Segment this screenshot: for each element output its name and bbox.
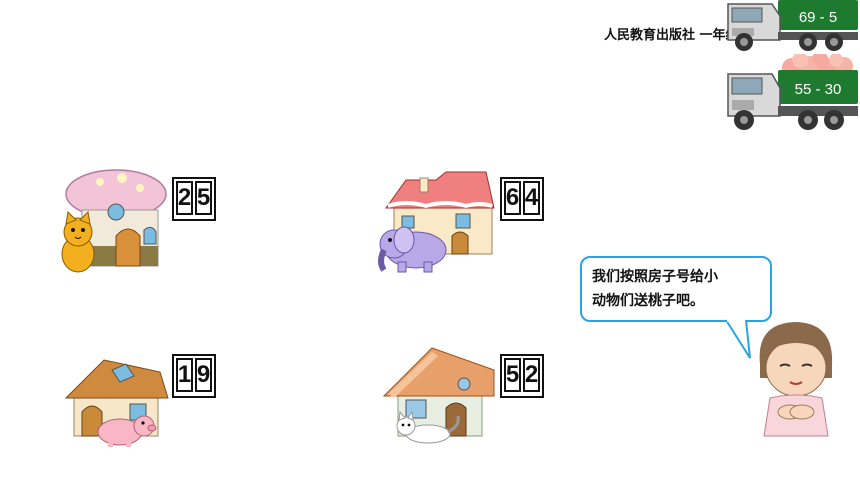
house-number-digit: 9 xyxy=(195,358,212,392)
house-number-52: 5 2 xyxy=(500,354,544,398)
speech-line-1: 我们按照房子号给小 xyxy=(592,269,718,285)
castle-house-scene[interactable] xyxy=(376,170,498,274)
house-number-digit: 6 xyxy=(504,181,521,215)
girl-character-icon xyxy=(759,322,833,437)
house-number-digit: 4 xyxy=(523,181,540,215)
white-cat-icon xyxy=(396,410,460,444)
house-number-19: 1 9 xyxy=(172,354,216,398)
house-number-digit: 2 xyxy=(176,181,193,215)
speech-bubble: 我们按照房子号给小 动物们送桃子吧。 xyxy=(580,256,772,322)
cottage-house-scene[interactable] xyxy=(64,354,174,448)
peach-truck-icon[interactable]: 55 - 30 xyxy=(722,54,858,134)
house-number-digit: 5 xyxy=(504,358,521,392)
truck-label: 69 - 5 xyxy=(799,9,837,26)
house-number-digit: 2 xyxy=(523,358,540,392)
elephant-icon xyxy=(378,226,447,273)
cat-icon xyxy=(61,210,95,273)
peach-truck-icon[interactable]: 69 - 5 xyxy=(722,0,858,56)
house-number-digit: 5 xyxy=(195,181,212,215)
cabin-house-scene[interactable] xyxy=(382,346,500,450)
truck-label: 55 - 30 xyxy=(795,81,842,98)
speech-line-2: 动物们送桃子吧。 xyxy=(592,293,704,309)
house-number-25: 2 5 xyxy=(172,177,216,221)
publisher-label: 人民教育出版社 一年级 xyxy=(604,28,739,43)
mushroom-house-scene[interactable] xyxy=(56,166,168,276)
speech-bubble-tail xyxy=(725,318,751,359)
pig-icon xyxy=(97,415,157,447)
house-number-digit: 1 xyxy=(176,358,193,392)
house-number-64: 6 4 xyxy=(500,177,544,221)
